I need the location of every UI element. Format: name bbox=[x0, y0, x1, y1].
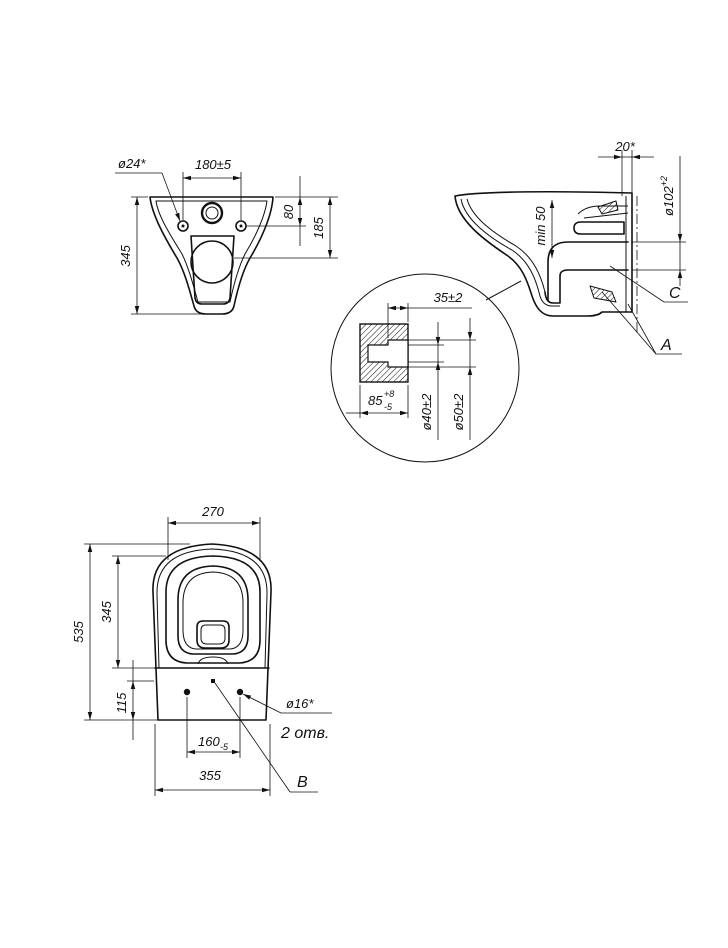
side-view: 20* ø102+2 min 50 C A bbox=[454, 139, 688, 355]
length-label: 535 bbox=[71, 620, 86, 642]
front-view: ø24* 180±5 80 185 345 bbox=[115, 156, 338, 315]
flush-inlet-pipe bbox=[573, 221, 625, 235]
socket-length-upper-tolerance: +8 bbox=[384, 389, 394, 399]
socket-depth-label: 35±2 bbox=[434, 290, 464, 305]
top-view: 270 535 345 115 ø16* 2 отв. 160-5 355 bbox=[71, 504, 332, 796]
front-rim-inner-line bbox=[155, 200, 268, 303]
fixing-spacing-value: 160 bbox=[198, 734, 220, 749]
flush-channel-lower bbox=[583, 212, 629, 219]
top-body-outline bbox=[152, 543, 272, 721]
socket-length-value: 85 bbox=[368, 393, 383, 408]
left-fixing-hole-core bbox=[181, 224, 185, 228]
reference-point-b bbox=[211, 679, 215, 683]
top-body-inner-line bbox=[156, 548, 268, 669]
front-bowl-outline bbox=[149, 196, 274, 315]
trap-lower-wall bbox=[544, 269, 629, 304]
fixing-width-label: 355 bbox=[199, 768, 221, 783]
bowl-inner-surface-inner bbox=[466, 198, 546, 293]
outer-diameter-label: ø50±2 bbox=[451, 393, 466, 431]
bowl-outlet-outer bbox=[196, 620, 230, 649]
socket-bore bbox=[367, 339, 409, 368]
inlet-height-label: 80 bbox=[281, 204, 296, 219]
detail-leader bbox=[485, 280, 522, 301]
detail-circle bbox=[330, 273, 520, 463]
detail-view-a: 35±2 85+8 -5 ø40±2 ø50±2 bbox=[330, 273, 520, 463]
flush-inlet-inner bbox=[205, 206, 219, 220]
top-right-fixing-hole bbox=[236, 688, 244, 696]
outlet-diameter-label: ø102+2 bbox=[659, 176, 676, 216]
outlet-diameter-value: ø102 bbox=[661, 186, 676, 216]
hinge-to-wall-label: 115 bbox=[114, 692, 129, 713]
flush-inlet-outer bbox=[200, 201, 224, 225]
callout-a-label: A bbox=[660, 337, 672, 354]
socket-length-label: 85+8 -5 bbox=[368, 389, 394, 412]
drain-outlet bbox=[190, 240, 234, 284]
front-to-hinge-label: 345 bbox=[99, 600, 114, 622]
front-trap-outline bbox=[190, 235, 235, 305]
bowl-inner-outline bbox=[182, 571, 244, 650]
callout-a-leader-1 bbox=[601, 291, 657, 355]
callout-b-leader bbox=[214, 682, 291, 793]
inner-diameter-label: ø40±2 bbox=[419, 393, 434, 431]
socket-length-lower-tolerance: -5 bbox=[384, 402, 393, 412]
fixing-spacing-label: 160-5 bbox=[198, 734, 229, 752]
fixing-hole-diameter-label: ø16* bbox=[286, 696, 314, 711]
callout-b-label: B bbox=[297, 774, 308, 791]
hole-spacing-label: 180±5 bbox=[195, 157, 232, 172]
right-fixing-hole bbox=[235, 220, 247, 232]
fixing-hole-leader bbox=[242, 693, 282, 714]
fixing-spacing-tolerance: -5 bbox=[220, 742, 229, 752]
bowl-inner-surface-outer bbox=[460, 198, 560, 307]
callout-c-leader bbox=[609, 265, 665, 303]
hole-diameter-label: ø24* bbox=[118, 156, 146, 171]
bowl-outlet-inner bbox=[200, 624, 226, 645]
hole-diameter-leader bbox=[161, 172, 181, 222]
flush-channel-section bbox=[597, 200, 619, 215]
wall-gap-label: 20* bbox=[614, 139, 635, 154]
seat-inner-outline bbox=[177, 565, 249, 655]
outlet-spigot-section bbox=[589, 285, 617, 303]
front-height-label: 345 bbox=[118, 244, 133, 266]
seat-front-notch bbox=[197, 656, 229, 665]
callout-a-leader-2 bbox=[627, 303, 657, 355]
outlet-diameter-tolerance: +2 bbox=[659, 176, 669, 186]
top-left-fixing-hole bbox=[183, 688, 191, 696]
side-bowl-outline bbox=[454, 190, 633, 317]
water-seal-label: min 50 bbox=[533, 206, 548, 246]
left-fixing-hole bbox=[177, 220, 189, 232]
callout-c-label: C bbox=[669, 285, 681, 302]
fixing-hole-count-label: 2 отв. bbox=[280, 725, 329, 742]
right-fixing-hole-core bbox=[239, 224, 243, 228]
outlet-height-label: 185 bbox=[311, 216, 326, 238]
width-label: 270 bbox=[201, 504, 224, 519]
seat-outer-outline bbox=[165, 555, 261, 664]
